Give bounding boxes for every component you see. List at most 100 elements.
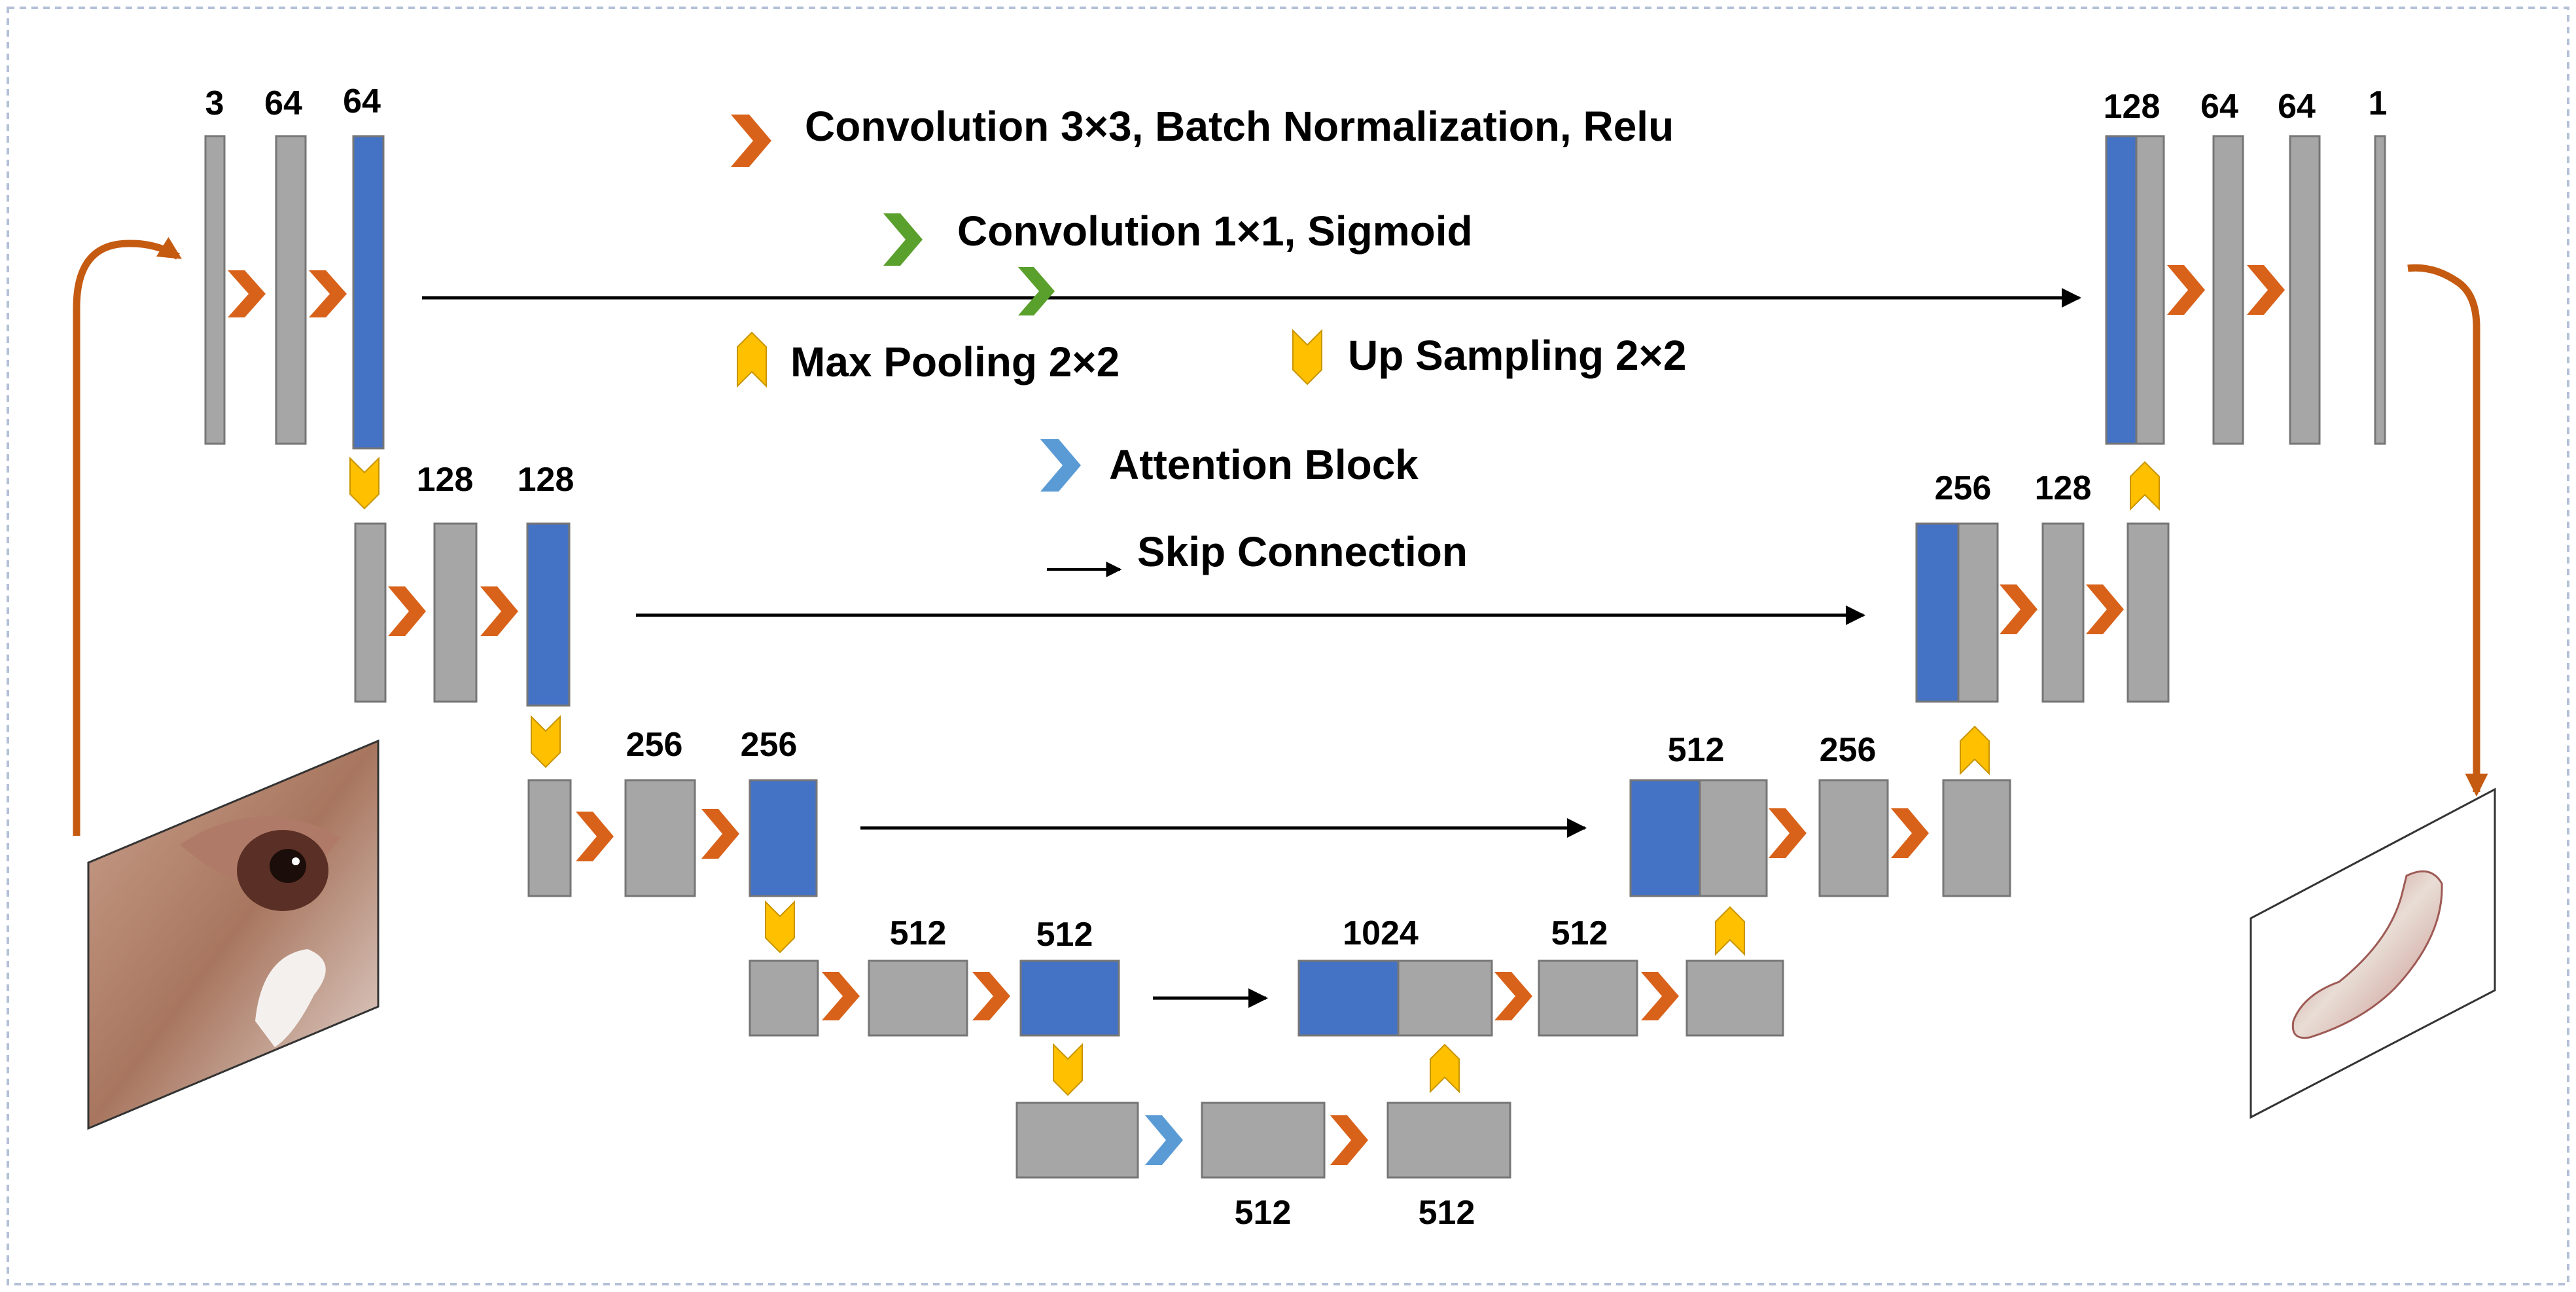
input-image bbox=[87, 739, 379, 1130]
block-enc1-input bbox=[204, 135, 226, 445]
block-dec3-up bbox=[1699, 779, 1768, 897]
channel-label: 512 bbox=[1036, 916, 1093, 954]
channel-label: 512 bbox=[1551, 914, 1608, 952]
block-bottleneck-pool bbox=[1015, 1102, 1139, 1179]
conv3-icon bbox=[972, 972, 1010, 1020]
skip-connections bbox=[422, 288, 2081, 1008]
channel-label: 128 bbox=[417, 461, 474, 499]
block-enc2-conv2 bbox=[526, 522, 571, 707]
upsample-icon bbox=[1715, 906, 1745, 956]
conv3-icon bbox=[822, 972, 860, 1020]
block-enc3-conv1 bbox=[624, 779, 696, 897]
conv3-icon bbox=[480, 586, 518, 636]
conv3-icon bbox=[576, 812, 614, 861]
output-image bbox=[2250, 787, 2496, 1119]
output-flow-arrow bbox=[2407, 264, 2488, 797]
swab bbox=[255, 949, 326, 1047]
conv3-icon bbox=[1891, 808, 1929, 858]
channel-label: 128 bbox=[2104, 88, 2161, 126]
conv3-icon bbox=[2086, 584, 2124, 634]
legend-upsample-label: Up Sampling 2×2 bbox=[1348, 332, 1686, 379]
block-dec1-conv1 bbox=[2212, 135, 2244, 445]
legend-upsample-icon bbox=[1292, 329, 1322, 386]
legend-conv3-icon bbox=[731, 115, 771, 167]
block-enc4-conv1 bbox=[868, 960, 968, 1037]
maxpool-icon bbox=[1053, 1043, 1083, 1096]
channel-label: 128 bbox=[2035, 469, 2092, 507]
legend-conv1-label: Convolution 1×1, Sigmoid bbox=[957, 207, 1473, 255]
conv3-icon bbox=[1494, 972, 1532, 1020]
block-dec3-skip bbox=[1629, 779, 1701, 897]
block-enc2-pool bbox=[354, 522, 387, 703]
channel-label: 512 bbox=[1235, 1194, 1292, 1232]
eye-glint bbox=[292, 857, 300, 865]
block-dec3-conv1 bbox=[1818, 779, 1889, 897]
channel-label: 64 bbox=[2200, 88, 2238, 126]
channel-label: 64 bbox=[2278, 88, 2316, 126]
upsample-icon bbox=[1960, 725, 1990, 776]
legend-maxpool-label: Max Pooling 2×2 bbox=[790, 338, 1120, 386]
diagram-frame bbox=[7, 7, 2569, 1285]
channel-label: 1 bbox=[2369, 84, 2388, 122]
block-enc1-conv1 bbox=[275, 135, 307, 445]
channel-label: 256 bbox=[741, 726, 798, 764]
block-enc1-conv2 bbox=[352, 135, 385, 450]
block-dec1-output bbox=[2374, 135, 2386, 445]
block-dec4-skip bbox=[1297, 960, 1400, 1037]
conv3-icon bbox=[1330, 1115, 1368, 1165]
block-enc4-conv2 bbox=[1019, 960, 1120, 1037]
channel-label: 64 bbox=[264, 84, 302, 122]
legend-conv3-label: Convolution 3×3, Batch Normalization, Re… bbox=[805, 103, 1674, 150]
channel-labels: 3 64 64 128 128 256 256 512 512 512 512 … bbox=[205, 82, 2388, 1232]
channel-label: 3 bbox=[205, 84, 224, 122]
conv3-icon bbox=[2000, 584, 2038, 634]
segmentation-mask-icon bbox=[2291, 870, 2443, 1039]
conv3-icon bbox=[2167, 265, 2205, 315]
channel-label: 64 bbox=[343, 82, 381, 120]
block-dec4-up bbox=[1397, 960, 1493, 1037]
maxpool-icon bbox=[531, 715, 561, 768]
channel-label: 256 bbox=[626, 726, 683, 764]
conv1-icon bbox=[1018, 267, 1055, 315]
legend-skip-label: Skip Connection bbox=[1137, 528, 1468, 575]
conv3-icon bbox=[1641, 972, 1679, 1020]
block-dec1-skip bbox=[2105, 135, 2138, 445]
block-dec2-skip bbox=[1915, 522, 1960, 703]
legend-attention-icon bbox=[1040, 439, 1081, 492]
block-bottleneck-attn bbox=[1201, 1102, 1326, 1179]
channel-label: 256 bbox=[1820, 731, 1877, 769]
operation-glyphs bbox=[228, 115, 2285, 1165]
upsample-icon bbox=[1430, 1043, 1460, 1094]
channel-label: 128 bbox=[518, 461, 574, 499]
conv3-icon bbox=[388, 586, 426, 636]
block-enc3-conv2 bbox=[749, 779, 818, 897]
block-dec1-conv2 bbox=[2289, 135, 2321, 445]
channel-label: 512 bbox=[1419, 1194, 1475, 1232]
legend: Convolution 3×3, Batch Normalization, Re… bbox=[790, 103, 1686, 577]
conv3-icon bbox=[1769, 808, 1807, 858]
block-dec3-conv2 bbox=[1942, 779, 2011, 897]
block-dec2-conv2 bbox=[2126, 522, 2170, 703]
legend-maxpool-icon bbox=[737, 331, 767, 388]
channel-label: 512 bbox=[1668, 731, 1725, 769]
pupil bbox=[270, 849, 306, 883]
maxpool-icon bbox=[765, 900, 795, 954]
block-bottleneck-conv bbox=[1386, 1102, 1511, 1179]
block-dec2-up bbox=[1957, 522, 1999, 703]
input-image-frame bbox=[87, 739, 379, 1130]
input-flow-arrow bbox=[73, 237, 182, 836]
legend-conv1-icon bbox=[883, 213, 923, 266]
block-enc4-pool bbox=[749, 960, 819, 1037]
conv3-icon bbox=[309, 270, 347, 317]
block-dec4-conv2 bbox=[1685, 960, 1784, 1037]
feature-blocks bbox=[204, 135, 2386, 1179]
block-enc3-pool bbox=[527, 779, 572, 897]
upsample-icon bbox=[2130, 461, 2160, 511]
channel-label: 256 bbox=[1935, 469, 1992, 507]
channel-label: 512 bbox=[890, 914, 947, 952]
block-dec1-up bbox=[2135, 135, 2165, 445]
block-enc2-conv1 bbox=[433, 522, 478, 703]
attention-icon bbox=[1145, 1115, 1183, 1165]
conv3-icon bbox=[2247, 265, 2285, 315]
